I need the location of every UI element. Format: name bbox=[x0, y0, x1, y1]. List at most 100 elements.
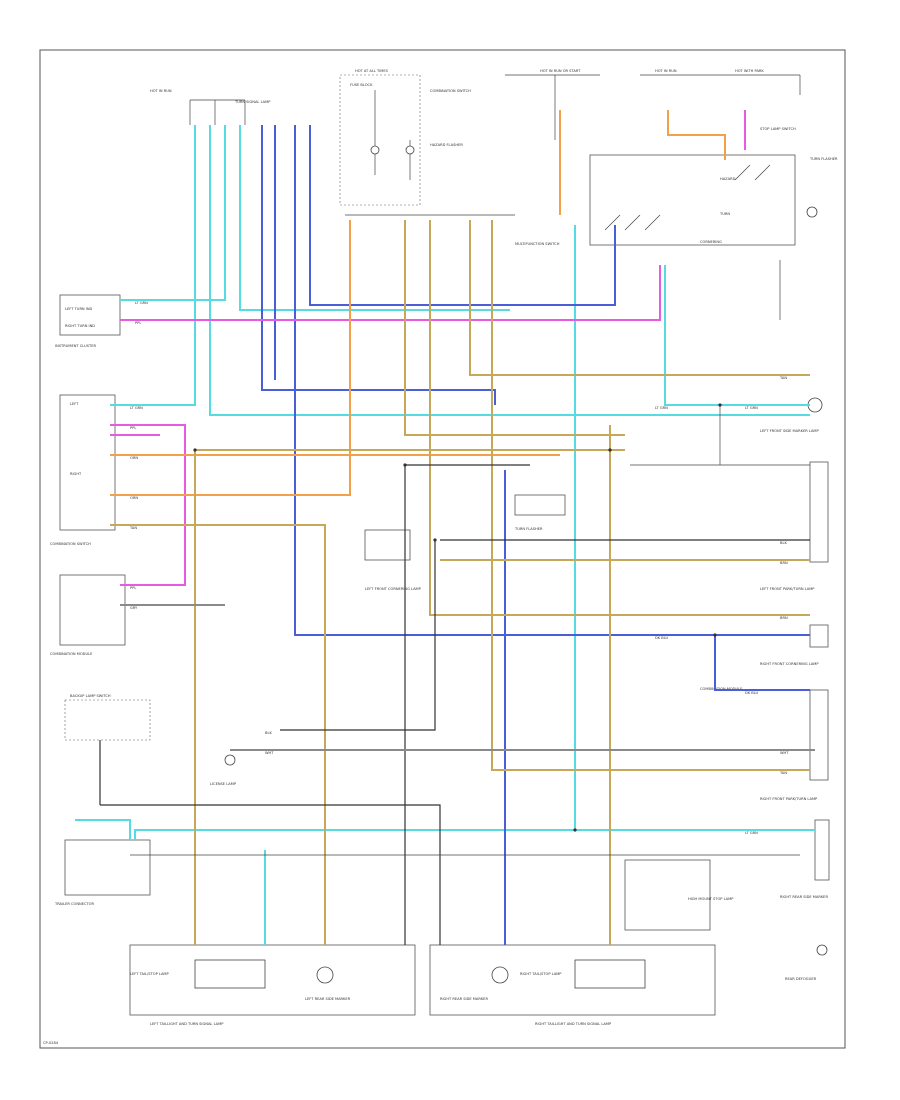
svg-text:COMBINATION MODULE: COMBINATION MODULE bbox=[50, 652, 93, 656]
svg-text:GRY: GRY bbox=[130, 606, 138, 610]
svg-text:HOT IN RUN OR START: HOT IN RUN OR START bbox=[540, 69, 581, 73]
wire-cyan-2 bbox=[209, 125, 810, 416]
left-tail-group: LEFT TAILLIGHT AND TURN SIGNAL LAMP LEFT… bbox=[129, 944, 416, 1026]
wire-tan-4 bbox=[491, 220, 810, 771]
wire-cyan-6 bbox=[134, 829, 575, 840]
svg-text:TURN: TURN bbox=[719, 212, 730, 216]
wire-cyan-1 bbox=[110, 125, 196, 406]
svg-text:BRN: BRN bbox=[780, 561, 788, 565]
fuse-block-title: HOT AT ALL TIMES bbox=[355, 69, 389, 73]
svg-text:REAR DEFOGGER: REAR DEFOGGER bbox=[785, 977, 817, 981]
wire-tan-2 bbox=[429, 220, 810, 616]
svg-text:HOT IN RUN: HOT IN RUN bbox=[655, 69, 677, 73]
fuse-block-sub: FUSE BLOCK bbox=[350, 83, 373, 87]
junctions bbox=[193, 403, 722, 832]
svg-text:PPL: PPL bbox=[130, 586, 136, 590]
svg-text:LEFT: LEFT bbox=[70, 402, 79, 406]
wire-tan-1 bbox=[404, 220, 625, 436]
wire-blue-6 bbox=[714, 635, 810, 691]
right-rear-side-marker-lamp: REAR DEFOGGER bbox=[785, 944, 828, 981]
right-rear-lamp-group: RIGHT REAR SIDE MARKER bbox=[780, 819, 830, 899]
svg-text:BLK: BLK bbox=[265, 731, 272, 735]
svg-text:RIGHT FRONT PARK/TURN LAMP: RIGHT FRONT PARK/TURN LAMP bbox=[760, 797, 818, 801]
svg-text:HAZARD FLASHER: HAZARD FLASHER bbox=[430, 143, 463, 147]
turn-flasher-center: TURN FLASHER bbox=[514, 494, 566, 531]
wire-orange-2 bbox=[667, 110, 726, 160]
svg-text:LEFT FRONT CORNERING LAMP: LEFT FRONT CORNERING LAMP bbox=[365, 587, 422, 591]
wire-tan-3 bbox=[469, 220, 810, 376]
wire-orange-3 bbox=[110, 220, 351, 496]
license-lamp: LICENSE LAMP bbox=[210, 754, 237, 786]
high-mount-stop-module: HIGH MOUNT STOP LAMP bbox=[624, 859, 734, 931]
wire-blue-4 bbox=[309, 125, 616, 306]
svg-text:ORN: ORN bbox=[130, 496, 138, 500]
svg-text:CORNERING: CORNERING bbox=[700, 240, 722, 244]
svg-text:LT GRN: LT GRN bbox=[745, 831, 758, 835]
svg-text:RIGHT REAR SIDE MARKER: RIGHT REAR SIDE MARKER bbox=[780, 895, 828, 899]
svg-text:RIGHT TAIL/STOP LAMP: RIGHT TAIL/STOP LAMP bbox=[520, 972, 562, 976]
svg-text:LEFT TAIL/STOP LAMP: LEFT TAIL/STOP LAMP bbox=[130, 972, 170, 976]
instrument-cluster: LEFT TURN IND RIGHT TURN IND INSTRUMENT … bbox=[55, 294, 121, 348]
svg-text:WHT: WHT bbox=[780, 751, 789, 755]
svg-text:LEFT FRONT PARK/TURN LAMP: LEFT FRONT PARK/TURN LAMP bbox=[760, 587, 815, 591]
svg-text:TURN FLASHER: TURN FLASHER bbox=[514, 527, 543, 531]
license-lamp-connector: TRAILER CONNECTOR bbox=[54, 839, 151, 906]
svg-text:ORN: ORN bbox=[130, 456, 138, 460]
svg-text:COMBINATION SWITCH: COMBINATION SWITCH bbox=[430, 89, 471, 93]
svg-text:STOP LAMP SWITCH: STOP LAMP SWITCH bbox=[760, 127, 796, 131]
svg-text:HOT WITH PARK: HOT WITH PARK bbox=[735, 69, 764, 73]
right-front-park-turn: RIGHT FRONT PARK/TURN LAMP bbox=[760, 689, 829, 801]
svg-text:WHT: WHT bbox=[265, 751, 274, 755]
wire-cyan-3 bbox=[120, 125, 226, 301]
svg-text:BACKUP LAMP SWITCH: BACKUP LAMP SWITCH bbox=[70, 694, 111, 698]
svg-text:HIGH MOUNT STOP LAMP: HIGH MOUNT STOP LAMP bbox=[688, 897, 734, 901]
diagram-frame bbox=[39, 49, 846, 1049]
svg-text:LEFT TURN IND: LEFT TURN IND bbox=[65, 307, 93, 311]
svg-text:HAZARD: HAZARD bbox=[720, 177, 736, 181]
svg-text:RIGHT FRONT CORNERING LAMP: RIGHT FRONT CORNERING LAMP bbox=[760, 662, 819, 666]
svg-text:RIGHT TURN IND: RIGHT TURN IND bbox=[65, 324, 95, 328]
wire-cyan-9 bbox=[664, 265, 810, 406]
svg-text:TAN: TAN bbox=[779, 771, 787, 775]
wire-tan-9 bbox=[110, 524, 326, 945]
svg-text:MULTIFUNCTION SWITCH: MULTIFUNCTION SWITCH bbox=[515, 242, 560, 246]
reference-number: CP-0284 bbox=[43, 1041, 59, 1045]
wire-magenta-1 bbox=[120, 265, 661, 321]
svg-text:LT GRN: LT GRN bbox=[655, 406, 668, 410]
svg-text:LT GRN: LT GRN bbox=[130, 406, 143, 410]
svg-text:COMBINATION SWITCH: COMBINATION SWITCH bbox=[50, 542, 91, 546]
svg-text:BRN: BRN bbox=[780, 616, 788, 620]
svg-text:LT GRN: LT GRN bbox=[135, 301, 148, 305]
wire-cyan-8 bbox=[75, 819, 131, 840]
wire-blue-3 bbox=[294, 125, 810, 636]
wire-cyan-4 bbox=[239, 125, 510, 311]
svg-text:LEFT FRONT SIDE MARKER LAMP: LEFT FRONT SIDE MARKER LAMP bbox=[760, 429, 820, 433]
svg-text:RIGHT REAR SIDE MARKER: RIGHT REAR SIDE MARKER bbox=[440, 997, 488, 1001]
svg-text:LEFT REAR SIDE MARKER: LEFT REAR SIDE MARKER bbox=[305, 997, 351, 1001]
svg-text:TRAILER CONNECTOR: TRAILER CONNECTOR bbox=[54, 902, 94, 906]
svg-text:TAN: TAN bbox=[129, 526, 137, 530]
wire-tags: LT GRN PPL LT GRN PPL ORN ORN TAN PPL GR… bbox=[129, 301, 789, 835]
left-front-park-turn: LEFT FRONT PARK/TURN LAMP bbox=[760, 461, 829, 591]
svg-text:RIGHT: RIGHT bbox=[70, 472, 82, 476]
svg-text:LEFT TAILLIGHT AND TURN SIGNAL: LEFT TAILLIGHT AND TURN SIGNAL LAMP bbox=[150, 1022, 224, 1026]
left-top-connector: HOT IN RUN TURN SIGNAL LAMP bbox=[150, 89, 271, 125]
svg-text:LICENSE LAMP: LICENSE LAMP bbox=[210, 782, 237, 786]
hot-with-park-box: HOT WITH PARK bbox=[735, 69, 764, 73]
svg-text:DK BLU: DK BLU bbox=[655, 636, 669, 640]
wire-black-4 bbox=[280, 540, 436, 731]
wire-black-5 bbox=[100, 804, 441, 945]
svg-text:PPL: PPL bbox=[135, 321, 141, 325]
svg-text:TURN FLASHER: TURN FLASHER bbox=[809, 157, 838, 161]
hot-in-run-start-box: HOT IN RUN OR START bbox=[505, 69, 600, 140]
multifunction-switch: STOP LAMP SWITCH TURN FLASHER HAZARD TUR… bbox=[515, 127, 838, 246]
wires bbox=[75, 110, 815, 945]
svg-text:HOT IN RUN: HOT IN RUN bbox=[150, 89, 172, 93]
right-tail-group: RIGHT TAILLIGHT AND TURN SIGNAL LAMP RIG… bbox=[429, 944, 716, 1026]
wire-magenta-2 bbox=[110, 424, 186, 586]
svg-text:LT GRN: LT GRN bbox=[745, 406, 758, 410]
rear-module: COMBINATION MODULE bbox=[50, 574, 126, 656]
wire-blue-1 bbox=[261, 125, 496, 405]
svg-text:INSTRUMENT CLUSTER: INSTRUMENT CLUSTER bbox=[55, 344, 96, 348]
